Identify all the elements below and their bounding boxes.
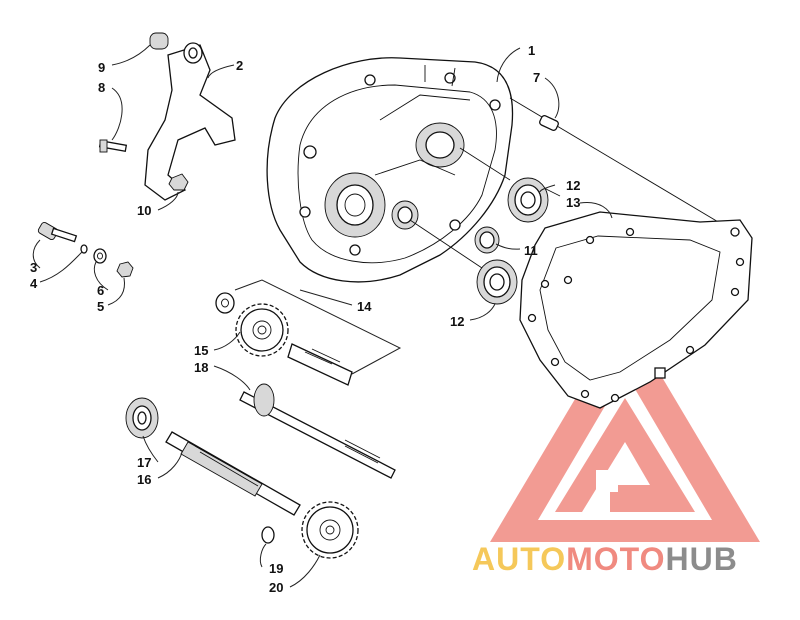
- label-part-18: 18: [194, 360, 208, 375]
- shaft-18-upper: [287, 343, 353, 386]
- gasket: [519, 211, 753, 409]
- label-part-19: 19: [269, 561, 283, 576]
- shift-bracket: [144, 42, 236, 201]
- label-part-3: 3: [30, 260, 37, 275]
- bearing-17: [125, 397, 159, 439]
- dowel-pin: [539, 115, 559, 131]
- group-14-bracket: [234, 279, 402, 375]
- watermark-g-shape: [555, 398, 695, 512]
- label-part-4: 4: [30, 276, 38, 291]
- washer-15: [215, 292, 235, 314]
- label-part-6: 6: [97, 283, 104, 298]
- gear-20: [301, 501, 359, 559]
- label-part-9: 9: [98, 60, 105, 75]
- watermark-moto: MOTO: [566, 541, 665, 577]
- label-part-12-lower: 12: [450, 314, 464, 329]
- label-part-17: 17: [137, 455, 151, 470]
- label-part-16: 16: [137, 472, 151, 487]
- label-part-13: 13: [566, 195, 580, 210]
- watermark-wordmark: AUTOMOTOHUB: [472, 541, 738, 577]
- shaft-18: [239, 383, 396, 479]
- label-part-20: 20: [269, 580, 283, 595]
- bracket-bolt: [98, 139, 128, 153]
- label-part-1: 1: [528, 43, 535, 58]
- label-part-10: 10: [137, 203, 151, 218]
- label-part-2: 2: [236, 58, 243, 73]
- needle-bearing: [474, 226, 500, 254]
- flange-nut: [168, 173, 189, 191]
- part-labels: 1 7 2 9 8 10 3 4 6 5 12 13 11 12 14 15 1…: [30, 43, 580, 595]
- svg-text:AUTOMOTOHUB: AUTOMOTOHUB: [472, 541, 738, 577]
- watermark-logo: [490, 315, 760, 542]
- label-part-5: 5: [97, 299, 104, 314]
- watermark-hub: HUB: [665, 541, 737, 577]
- small-washer: [80, 244, 88, 254]
- label-part-14: 14: [357, 299, 372, 314]
- bearing-lower: [476, 259, 518, 305]
- retaining-ring-19: [261, 526, 275, 544]
- nut: [116, 261, 134, 278]
- label-part-15: 15: [194, 343, 208, 358]
- gear-15: [235, 303, 289, 357]
- watermark-auto: AUTO: [472, 541, 566, 577]
- label-part-7: 7: [533, 70, 540, 85]
- roller: [149, 32, 169, 50]
- bearing-upper: [507, 177, 549, 223]
- washer: [93, 248, 107, 264]
- shaft-16: [165, 431, 301, 516]
- gearcase-housing: [266, 57, 514, 283]
- label-part-8: 8: [98, 80, 105, 95]
- leader-lines: [32, 44, 613, 588]
- label-part-12-upper: 12: [566, 178, 580, 193]
- shoulder-bolt: [37, 221, 78, 243]
- label-part-11: 11: [524, 243, 538, 258]
